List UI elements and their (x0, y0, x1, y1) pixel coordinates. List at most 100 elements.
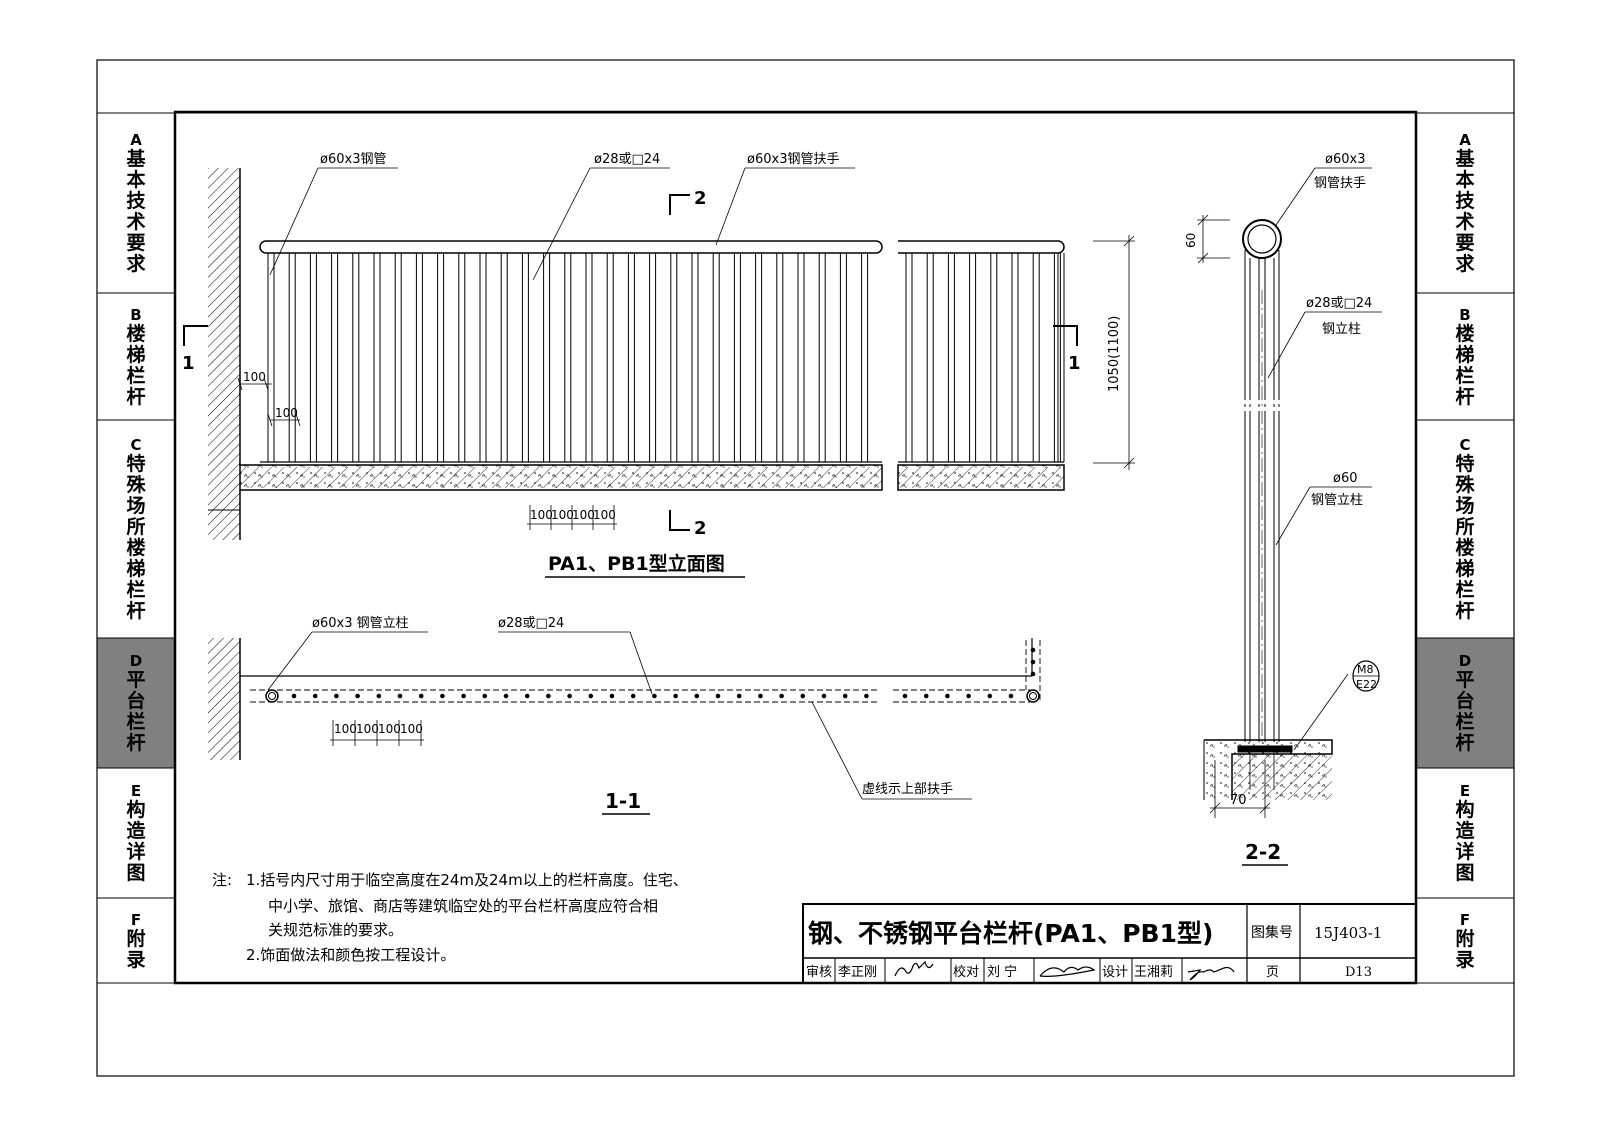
check-label: 校对 (953, 964, 979, 980)
dim-100-b: 100 (275, 406, 298, 420)
plan-bar-dot (503, 693, 509, 699)
tab-left-e[interactable]: E 构造详图 (97, 768, 175, 898)
tab-right-b[interactable]: B 楼梯栏杆 (1416, 293, 1514, 420)
dim-100-markers (237, 377, 301, 427)
tab-right-c[interactable]: C 特殊场所楼梯栏杆 (1416, 420, 1514, 638)
tab-left-d[interactable]: D 平台栏杆 (97, 638, 175, 768)
tab-label: 楼梯栏杆 (126, 322, 146, 408)
plan-bar-dot (923, 693, 929, 699)
checker-name: 刘 宁 (987, 964, 1017, 980)
dim-repeat-3: 100 (593, 508, 616, 522)
tab-label: 平台栏杆 (1455, 669, 1475, 754)
label-handrail-1: ø60x3 (1325, 152, 1365, 167)
section-2-top: 2 (694, 188, 707, 209)
label-bar: ø28或□24 (594, 152, 660, 167)
signature-designer (1187, 966, 1235, 981)
dim-plan-3: 100 (400, 722, 423, 736)
plan-view (208, 631, 1041, 800)
plan-bar-dot (440, 693, 445, 699)
tab-right-d[interactable]: D 平台栏杆 (1416, 638, 1514, 768)
section-title: 2-2 (1245, 840, 1281, 864)
notes-line-3: 关规范标准的要求。 (268, 921, 403, 939)
tab-letter: B (1459, 305, 1471, 324)
plan-bar-dot (630, 693, 636, 699)
dim-repeat-1: 100 (551, 508, 574, 522)
plan-bar-dot (1008, 693, 1014, 699)
plan-bar-dot (779, 693, 784, 699)
plan-bar-dot (1030, 659, 1036, 665)
elevation-title: PA1、PB1型立面图 (548, 552, 725, 575)
tab-letter: E (1459, 782, 1471, 800)
post-circle-left (265, 689, 279, 703)
post-circle-right (1026, 689, 1040, 703)
floor-slab (239, 464, 883, 491)
tab-left-c[interactable]: C 特殊场所楼梯栏杆 (97, 420, 175, 638)
atlas-number: 15J403-1 (1314, 924, 1382, 942)
anchor-2: E22 (1356, 678, 1377, 691)
tab-letter: F (130, 910, 142, 929)
tab-letter: A (130, 131, 142, 149)
notes-line-2: 中小学、旅馆、商店等建筑临空处的平台栏杆高度应符合相 (268, 897, 658, 915)
tab-label: 构造详图 (1455, 799, 1475, 884)
section-1-right: 1 (1068, 353, 1081, 374)
label-post-1: ø60 (1333, 471, 1358, 486)
wall-hatch (208, 168, 240, 540)
dim-plan-1: 100 (356, 722, 379, 736)
dim-height-label: 1050(1100) (1107, 316, 1122, 392)
handrail (259, 240, 883, 254)
notes: 注: 1.括号内尺寸用于临空高度在24m及24m以上的栏杆高度。住宅、 中小学、… (212, 871, 688, 964)
tab-label: 基本技术要求 (126, 148, 146, 275)
tab-letter: C (1459, 436, 1471, 454)
plan-bar-dot (652, 693, 657, 699)
dim-60: 60 (1184, 233, 1198, 248)
plan-bar-dot (546, 693, 551, 699)
plan-bar-dot (524, 693, 530, 699)
notes-prefix: 注: (212, 871, 232, 889)
section-mark-1 (183, 194, 1078, 531)
tab-left-b[interactable]: B 楼梯栏杆 (97, 293, 175, 420)
label-bar-2: 钢立柱 (1322, 322, 1361, 337)
tab-label: 平台栏杆 (126, 669, 146, 754)
tab-left-a[interactable]: A 基本技术要求 (97, 113, 175, 293)
plan-title: 1-1 (605, 789, 641, 813)
dim-repeat-elev (527, 505, 617, 530)
plan-bar-dot (482, 693, 488, 699)
handrail-section (1242, 219, 1282, 259)
signature-checker (1039, 966, 1096, 977)
plan-bar-dot (715, 693, 721, 699)
tab-letter: E (130, 782, 142, 800)
tab-right-f[interactable]: F 附录 (1416, 898, 1514, 983)
plan-bar-dot (736, 693, 742, 699)
section-view (1197, 167, 1382, 818)
dim-70: 70 (1230, 793, 1247, 808)
plan-bar-dot (945, 693, 950, 699)
elevation-labels: ø60x3钢管 ø28或□24 ø60x3钢管扶手 100 100 100 10… (182, 152, 1122, 575)
elevation-view (183, 167, 1135, 540)
tab-right-a[interactable]: A 基本技术要求 (1416, 113, 1514, 293)
plan-bar-dot (567, 693, 572, 699)
label-dashed: 虚线示上部扶手 (862, 782, 953, 797)
plan-bar-dot (694, 693, 700, 699)
plan-bar-dot (1030, 647, 1036, 653)
tab-letter: D (1458, 652, 1472, 670)
plan-bar-dot (418, 693, 424, 699)
title-block-text: 钢、不锈钢平台栏杆(PA1、PB1型) 图集号 15J403-1 审核 李正刚 … (806, 919, 1382, 980)
plan-bar-dot (758, 693, 763, 699)
label-post: ø60x3 钢管立柱 (312, 616, 409, 631)
tab-right-e[interactable]: E 构造详图 (1416, 768, 1514, 898)
plan-bar-dot (821, 693, 827, 699)
leader-lines (269, 167, 855, 281)
designer-name: 王湘莉 (1134, 965, 1173, 980)
section-labels: ø60x3 钢管扶手 ø28或□24 钢立柱 ø60 钢管立柱 M8 E22 6… (1184, 152, 1377, 864)
railing-bars-right (905, 253, 1065, 462)
dim-plan-0: 100 (334, 722, 357, 736)
notes-line-1: 1.括号内尺寸用于临空高度在24m及24m以上的栏杆高度。住宅、 (246, 871, 688, 889)
label-handrail-2: 钢管扶手 (1314, 176, 1366, 191)
plan-bar-dot (966, 693, 971, 699)
tab-left-f[interactable]: F 附录 (97, 898, 175, 983)
plan-bar-dot (902, 693, 908, 699)
plan-bar-dot (376, 693, 382, 699)
dim-repeat-2: 100 (572, 508, 595, 522)
signature-reviewer (894, 960, 934, 977)
tab-letter: C (130, 436, 142, 454)
